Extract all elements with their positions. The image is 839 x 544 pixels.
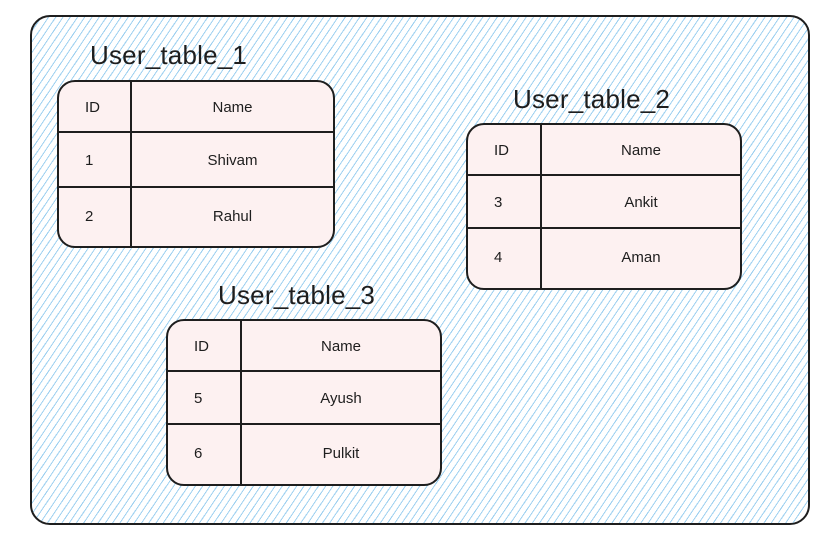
row-divider <box>168 370 440 372</box>
column-divider <box>240 321 242 484</box>
row-name: Pulkit <box>322 445 360 462</box>
header-id: ID <box>194 338 209 355</box>
row-name: Aman <box>621 249 661 266</box>
table-title-user-table-3: User_table_3 <box>218 280 376 310</box>
table-user-table-3: ID Name 5 Ayush 6 Pulkit <box>166 319 442 486</box>
table-user-table-1: ID Name 1 Shivam 2 Rahul <box>57 80 335 248</box>
table-row: 2 Rahul <box>59 188 333 244</box>
row-name: Rahul <box>212 207 253 225</box>
table-row: 5 Ayush <box>168 372 440 425</box>
column-divider <box>540 125 542 288</box>
row-id: 4 <box>494 249 503 266</box>
row-divider <box>59 131 333 133</box>
header-name: Name <box>320 338 361 355</box>
table-user-table-2: ID Name 3 Ankit 4 Aman <box>466 123 742 290</box>
row-id: 6 <box>194 445 203 462</box>
table-title-user-table-2: User_table_2 <box>513 84 671 114</box>
header-name: Name <box>620 141 661 159</box>
row-divider <box>168 423 440 425</box>
row-name: Ayush <box>320 390 362 407</box>
row-id: 3 <box>494 194 503 211</box>
header-id: ID <box>494 141 509 159</box>
table-header-row: ID Name <box>468 125 740 175</box>
row-name: Shivam <box>207 151 258 169</box>
row-divider <box>468 174 740 176</box>
header-id: ID <box>85 99 100 116</box>
table-header-row: ID Name <box>59 82 333 133</box>
table-row: 4 Aman <box>468 229 740 286</box>
table-row: 3 Ankit <box>468 176 740 229</box>
column-divider <box>130 82 132 246</box>
table-row: 6 Pulkit <box>168 425 440 482</box>
table-title-user-table-1: User_table_1 <box>90 40 248 70</box>
table-header-row: ID Name <box>168 321 440 372</box>
header-name: Name <box>212 99 253 116</box>
row-divider <box>468 227 740 229</box>
row-divider <box>59 186 333 188</box>
row-id: 1 <box>85 151 94 169</box>
table-row: 1 Shivam <box>59 133 333 187</box>
row-id: 2 <box>85 207 94 225</box>
row-name: Ankit <box>624 194 658 211</box>
row-id: 5 <box>194 390 203 407</box>
